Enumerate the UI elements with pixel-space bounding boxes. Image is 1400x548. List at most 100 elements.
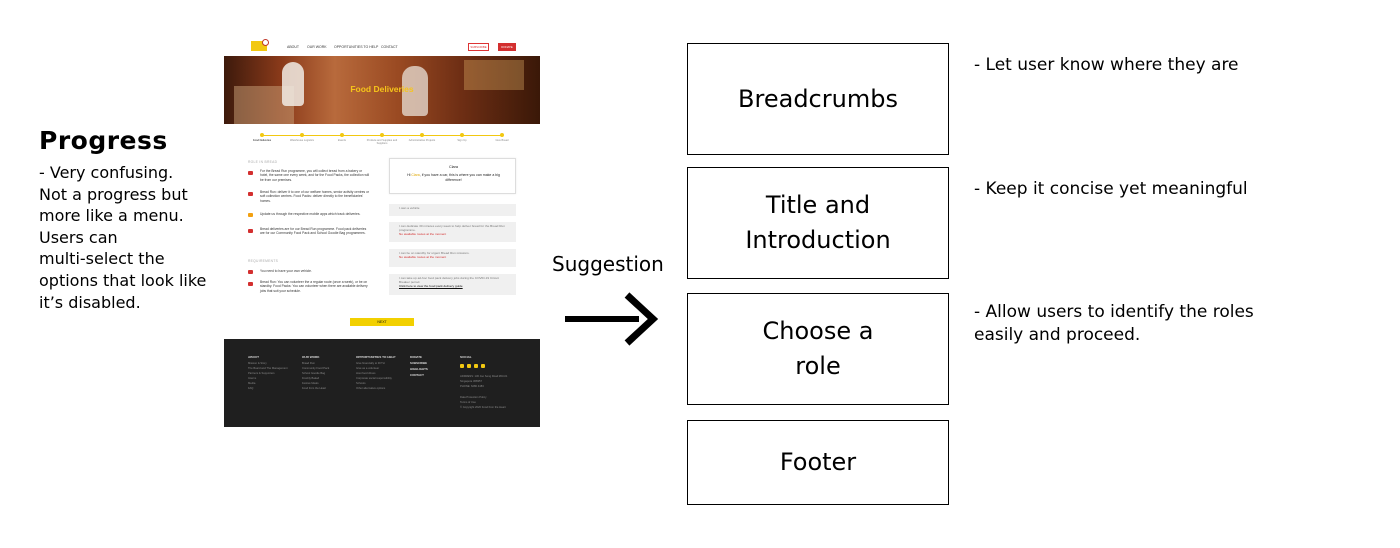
step-item[interactable]: Food Deliveries	[242, 133, 282, 142]
footer-link[interactable]: Data Protection Policy	[460, 396, 487, 399]
choose-role-box: Choose a role	[687, 293, 949, 405]
footer-link[interactable]: Other alternative options	[356, 387, 386, 390]
progress-note-line: options that look like	[39, 270, 207, 290]
role-option[interactable]: I can dedicate 30 minutes every week to …	[389, 222, 516, 242]
progress-title: Progress	[39, 126, 168, 155]
facebook-icon[interactable]	[460, 364, 464, 368]
option-text: I own a vehicle	[399, 206, 420, 210]
step-dot-icon	[420, 133, 424, 137]
step-label: Food Deliveries	[252, 139, 272, 142]
roles-heading: ROLE IN BREAD	[248, 160, 278, 164]
bakery-icon	[248, 171, 253, 175]
email-icon[interactable]	[481, 364, 485, 368]
footer-heading: OPPORTUNITIES TO HELP	[356, 355, 396, 359]
step-label: Administrative Projects	[408, 139, 436, 142]
progress-note-line: - Very confusing.	[39, 163, 174, 182]
footer-link[interactable]: FAQ	[248, 387, 254, 390]
footer-contact-link[interactable]: CONTACT	[410, 373, 424, 377]
role-text: Update us through the respective mobile …	[260, 212, 361, 216]
box-label-line: role	[795, 352, 841, 380]
box-label-line: Title and	[765, 191, 871, 219]
youtube-icon[interactable]	[474, 364, 478, 368]
box-label: Breadcrumbs	[738, 82, 898, 117]
title-introduction-box: Title and Introduction	[687, 167, 949, 279]
box-label-line: Footer	[779, 448, 857, 476]
footer-copyright: © Copyright 2020 Food from the Heart	[460, 406, 506, 409]
step-item[interactable]: Events	[322, 133, 362, 142]
footer-highlights-link[interactable]: HIGHLIGHTS	[410, 367, 428, 371]
step-label: Produce and Supplies and Suppliers	[366, 139, 398, 145]
step-dot-icon	[300, 133, 304, 137]
footer-link[interactable]: Festive Meals	[302, 382, 319, 385]
footer-link[interactable]: Media	[248, 382, 256, 385]
role-option[interactable]: I own a vehicle	[389, 204, 516, 216]
role-option[interactable]: I can take up ad-hoc food pack delivery …	[389, 274, 516, 295]
box-label: Footer	[780, 445, 856, 480]
footer-subscribe-link[interactable]: SUBSCRIBE	[410, 361, 428, 365]
step-label: Warehouse Logistics	[290, 139, 314, 142]
step-dot-icon	[460, 133, 464, 137]
donate-button[interactable]: DONATE	[498, 43, 516, 51]
next-button[interactable]: NEXT	[350, 318, 414, 326]
footer-donate-link[interactable]: DONATE	[410, 355, 422, 359]
box-label-line: Introduction	[745, 226, 891, 254]
breadcrumbs-box: Breadcrumbs	[687, 43, 949, 155]
logo-badge-icon	[262, 39, 269, 46]
footer-box: Footer	[687, 420, 949, 505]
option-text: I can take up ad-hoc food pack delivery …	[399, 276, 499, 285]
footer-link[interactable]: School Goodie Bag	[302, 372, 326, 375]
footer-link[interactable]: Bread Run	[302, 362, 315, 365]
subscribe-button[interactable]: SUBSCRIBE	[468, 43, 489, 51]
footer-heading: SOCIAL	[460, 355, 472, 359]
footer-link[interactable]: Give as a volunteer	[356, 367, 380, 370]
instagram-icon[interactable]	[467, 364, 471, 368]
right-arrow-icon	[565, 292, 659, 346]
footer-link[interactable]: Give financially to FFTH	[356, 362, 385, 365]
bread-icon	[248, 229, 253, 233]
step-dot-icon	[380, 133, 384, 137]
footer-link[interactable]: Terms of Use	[460, 401, 476, 404]
role-note: - Allow users to identify the roles easi…	[974, 301, 1254, 347]
footer-link[interactable]: Community Food Pack	[302, 367, 330, 370]
role-option[interactable]: I can be on standby for urgent Bread Run…	[389, 249, 516, 267]
site-logo[interactable]	[251, 41, 267, 51]
greeting-text: , if you have a car, this is where you c…	[419, 173, 500, 182]
car-icon	[248, 192, 253, 196]
option-unavailable: No available routes at the moment	[399, 232, 447, 237]
delivery-guide-link[interactable]: Click here to view the food pack deliver…	[399, 284, 463, 289]
step-item[interactable]: Administrative Projects	[402, 133, 442, 142]
nav-about[interactable]: ABOUT	[287, 45, 300, 49]
note-line: - Keep it concise yet meaningful	[974, 179, 1248, 199]
footer-link[interactable]: Partners & Supporters	[248, 372, 275, 375]
footer-heading: OUR WORK	[302, 355, 320, 359]
footer-link[interactable]: Host food drives	[356, 372, 376, 375]
progress-note-line: Users can	[39, 227, 118, 247]
footer-link[interactable]: Freshly Baked	[302, 377, 320, 380]
footer-link[interactable]: Schools	[356, 382, 366, 385]
hero-banner: Food Deliveries	[224, 56, 540, 124]
nav-our-work[interactable]: OUR WORK	[307, 45, 327, 49]
progress-steps: Food Deliveries Warehouse Logistics Even…	[253, 133, 510, 147]
step-item[interactable]: Warehouse Logistics	[282, 133, 322, 142]
greeting-highlight: Clara	[411, 173, 420, 177]
requirement-text: You need to have your own vehicle.	[260, 269, 312, 273]
footer-link[interactable]: Mission & Story	[248, 362, 267, 365]
progress-note-line: more like a menu.	[39, 206, 184, 226]
footer-link[interactable]: The Board and The Management	[248, 367, 288, 370]
greeting-card: Clara Hi Clara, if you have a car, this …	[389, 158, 516, 194]
step-item[interactable]: Give Bread	[482, 133, 522, 142]
footer-link[interactable]: Corporate social responsibility	[356, 377, 392, 380]
greeting-prefix: Hi	[407, 173, 411, 177]
footer-contact-line: PHONE: 6280 4483	[460, 385, 484, 388]
step-item[interactable]: Sign Up	[442, 133, 482, 142]
footer-contact-line: ADDRESS: 130 Joo Seng Road #03-01	[460, 375, 508, 378]
box-label-line: Choose a	[762, 317, 874, 345]
box-label-line: Breadcrumbs	[738, 84, 898, 113]
footer-link[interactable]: Interns	[248, 377, 257, 380]
step-item[interactable]: Produce and Supplies and Suppliers	[362, 133, 402, 145]
note-line: - Let user know where they are	[974, 55, 1239, 75]
footer-link[interactable]: Food from the Heart	[302, 387, 327, 390]
nav-contact[interactable]: CONTACT	[381, 45, 398, 49]
nav-opportunities[interactable]: OPPORTUNITIES TO HELP	[334, 45, 379, 49]
note-line: easily and proceed.	[974, 325, 1141, 345]
